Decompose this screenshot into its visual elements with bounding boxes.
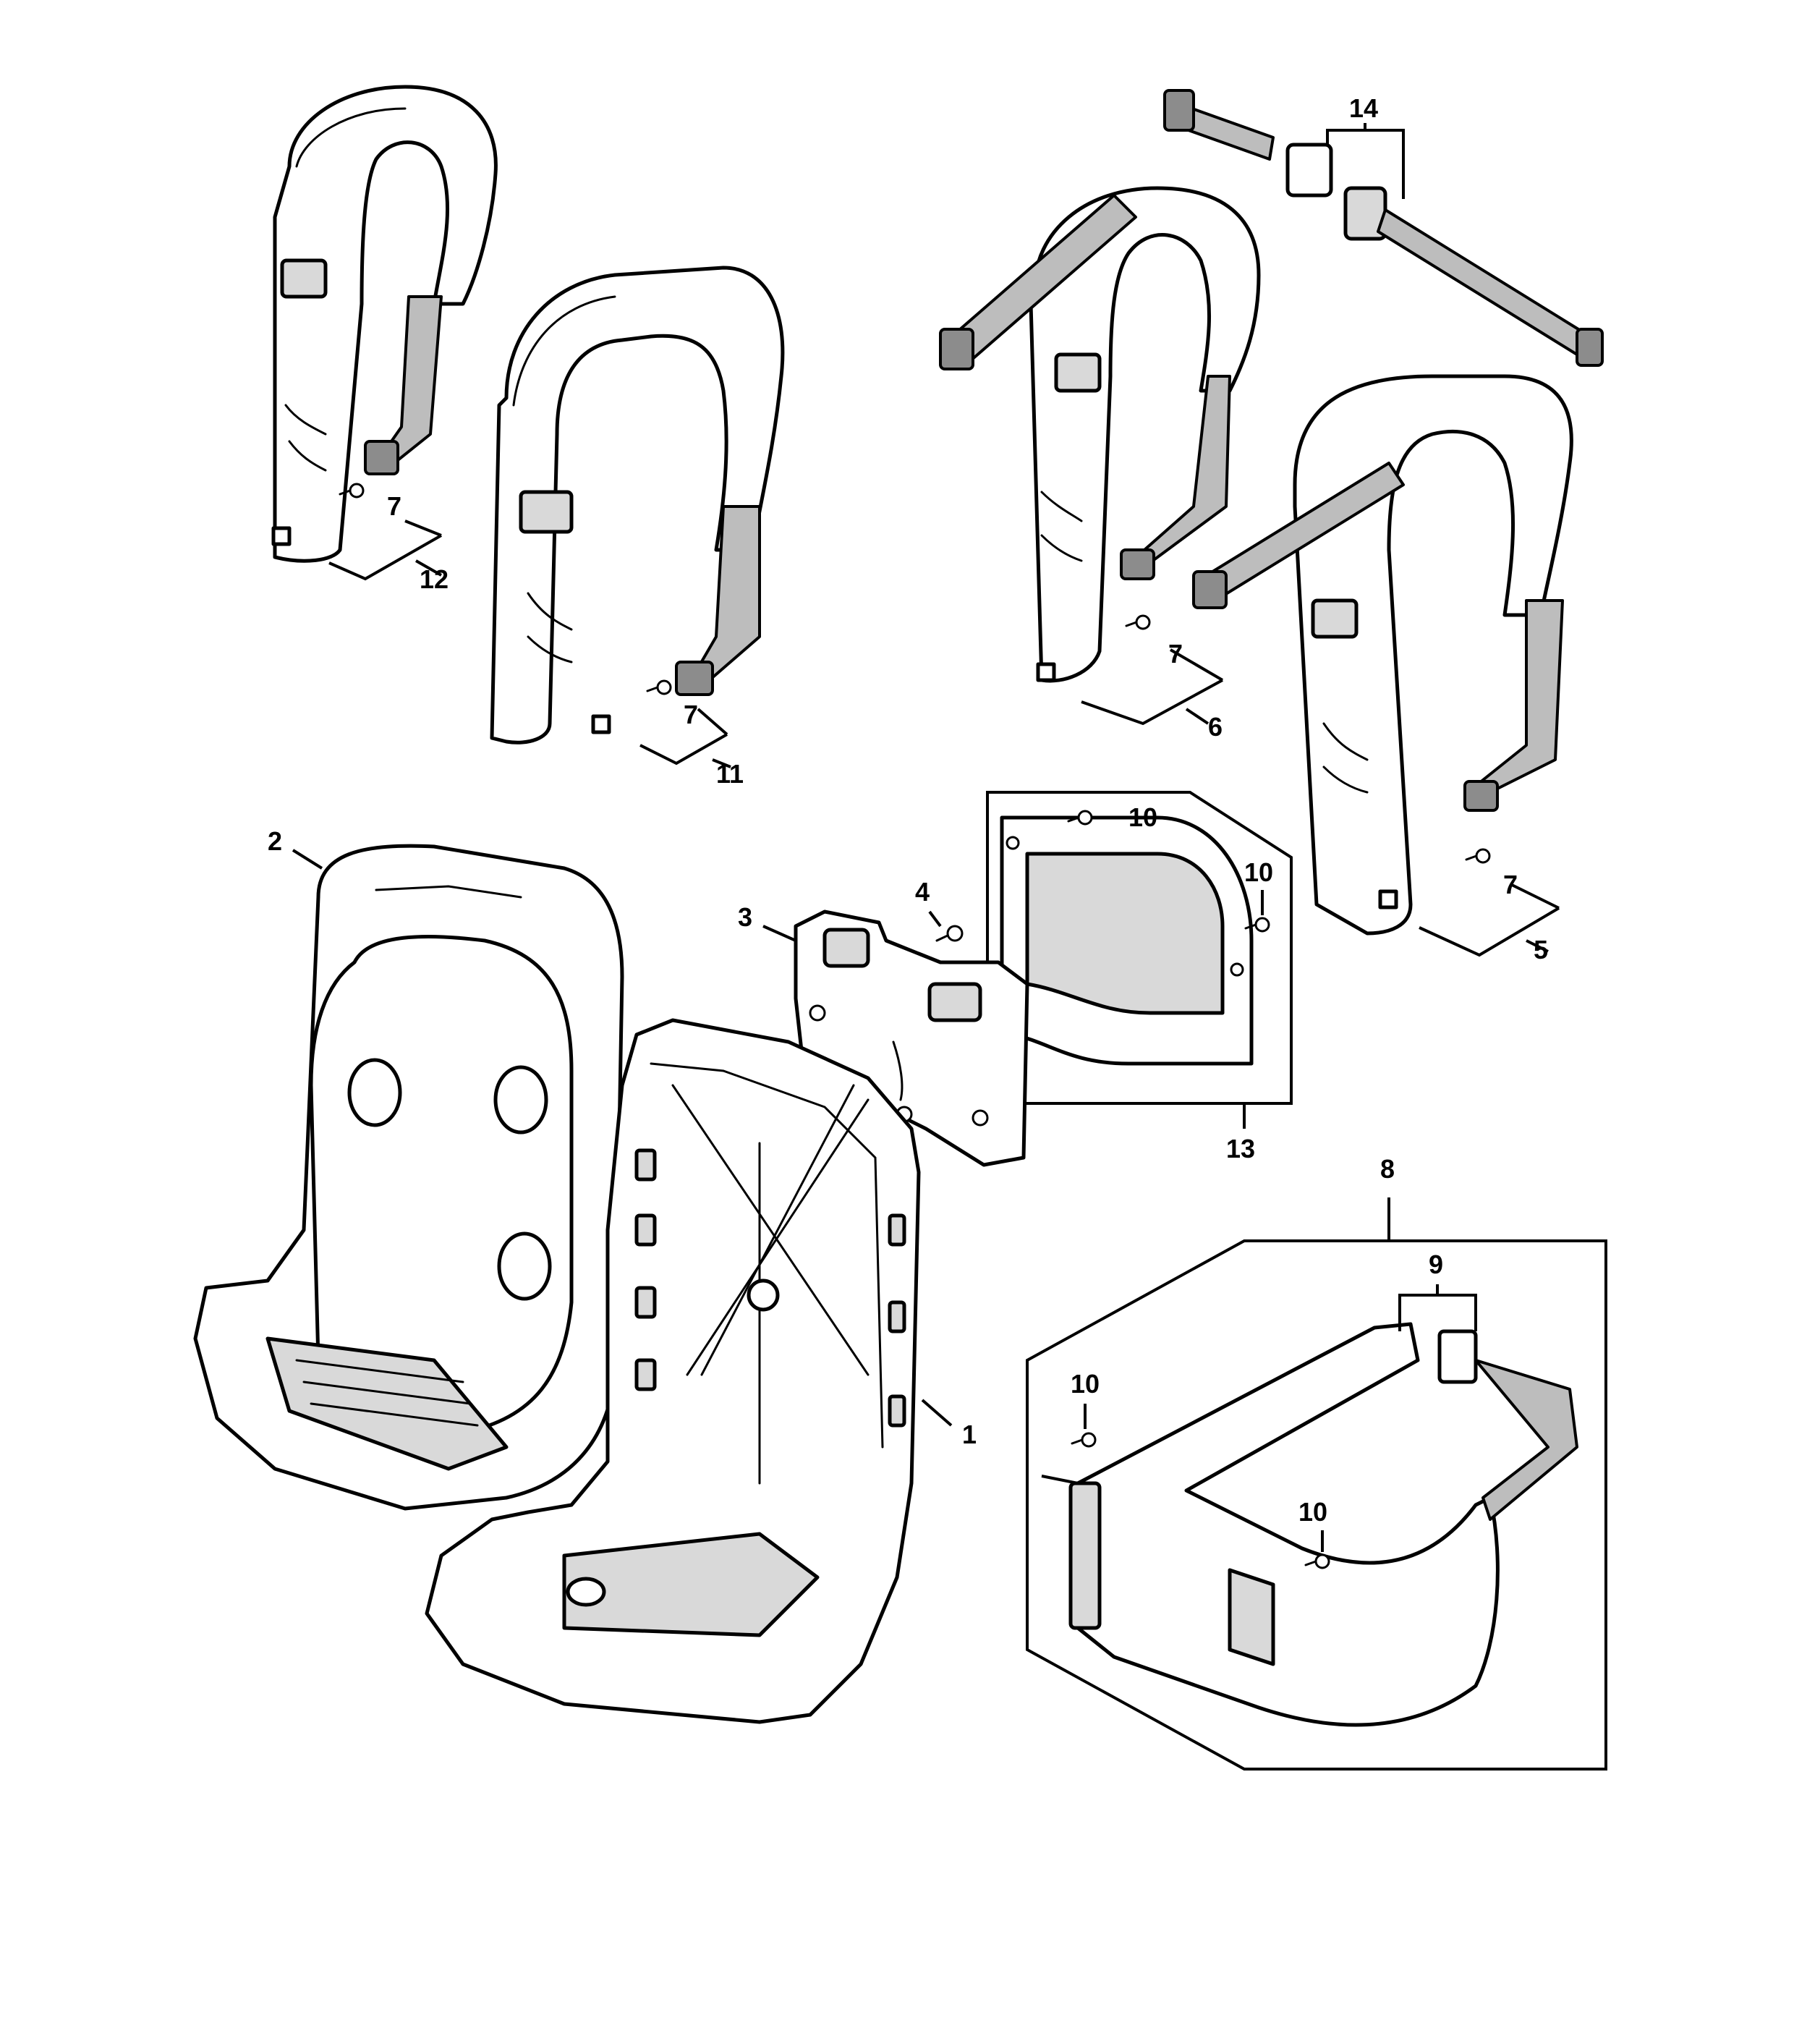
callout-13: 13 (1226, 1134, 1255, 1163)
callout-14: 14 (1349, 93, 1378, 123)
back-pad-13 (986, 791, 1293, 1105)
screw-10d (1304, 1553, 1330, 1569)
callout-10d: 10 (1298, 1497, 1327, 1527)
screw-7a (339, 483, 365, 499)
screw-10b (1244, 917, 1270, 933)
callout-11: 11 (716, 759, 744, 789)
chest-strap-14 (1163, 89, 1604, 367)
callout-labels: 1 2 3 4 5 6 7 7 7 7 8 9 10 10 10 10 11 1… (268, 93, 1548, 1527)
screw-7c (1125, 614, 1151, 630)
callout-5: 5 (1534, 935, 1548, 964)
callout-8: 8 (1380, 1154, 1395, 1184)
callout-7a: 7 (387, 491, 401, 521)
callout-2: 2 (268, 826, 282, 856)
shoulder-strap-6 (939, 186, 1261, 683)
screws (339, 483, 1491, 1569)
shoulder-strap-5 (1192, 374, 1573, 936)
callout-1: 1 (962, 1420, 977, 1449)
screw-4 (935, 925, 964, 942)
callout-10c: 10 (1071, 1369, 1100, 1399)
callout-9: 9 (1429, 1250, 1443, 1279)
callout-3: 3 (738, 902, 752, 932)
back-frame-1 (425, 1018, 921, 1724)
screw-7d (1465, 848, 1491, 864)
mounting-plate-3 (794, 909, 1029, 1167)
callout-12: 12 (420, 564, 448, 594)
callout-7b: 7 (684, 700, 698, 729)
callout-10a: 10 (1128, 802, 1157, 832)
callout-6: 6 (1208, 712, 1223, 742)
callout-7d: 7 (1503, 870, 1518, 899)
callout-7c: 7 (1168, 639, 1183, 669)
callout-10b: 10 (1244, 857, 1273, 887)
shoulder-strap-11 (490, 266, 785, 745)
shoulder-strap-12 (271, 85, 498, 563)
hip-belt-8 (1026, 1239, 1607, 1771)
frame-2 (193, 844, 624, 1511)
screw-10c (1071, 1432, 1097, 1448)
screw-10a (1067, 810, 1093, 826)
callout-4: 4 (915, 877, 930, 907)
screw-7b (646, 679, 672, 695)
leader-lines (292, 123, 1560, 1552)
